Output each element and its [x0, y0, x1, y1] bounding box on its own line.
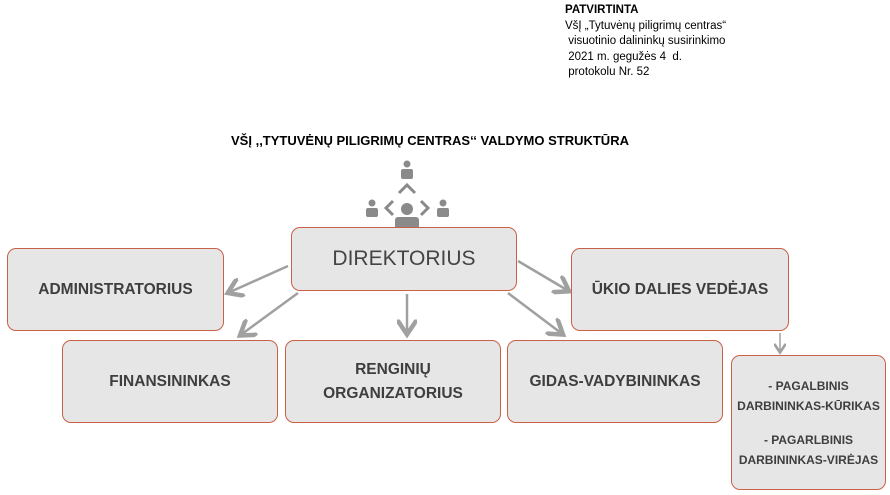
arrow-to-household [517, 259, 567, 290]
guide-label: GIDAS-VADYBININKAS [529, 373, 701, 390]
events-box: RENGINIŲ ORGANIZATORIUS [285, 340, 501, 423]
administrator-box: ADMINISTRATORIUS [7, 248, 224, 331]
helper-label: - PAGALBINIS [768, 378, 849, 393]
finance-box: FINANSININKAS [62, 340, 278, 423]
approval-line: visuotinio dalininkų susirinkimo [565, 35, 726, 47]
approval-note: PATVIRTINTA VšĮ „Tytuvėnų piligrimų cent… [565, 3, 726, 81]
approval-line: protokolu Nr. 52 [565, 66, 650, 78]
arrow-to-guide [507, 292, 561, 333]
director-label: DIREKTORIUS [332, 247, 476, 270]
approval-line: VšĮ „Tytuvėnų piligrimų centras“ [565, 19, 727, 32]
events-label: ORGANIZATORIUS [323, 384, 463, 402]
administrator-label: ADMINISTRATORIUS [38, 280, 193, 298]
chart-title: VŠĮ ,,TYTUVĖNŲ PILIGRIMŲ CENTRAS‘‘ VALDY… [231, 133, 629, 148]
helper-label: DARBININKAS-KŪRIKAS [737, 398, 880, 413]
events-label: RENGINIŲ [355, 360, 431, 378]
helper-label: DARBININKAS-VIRĖJAS [738, 452, 879, 467]
household-label: ŪKIO DALIES VEDĖJAS [591, 280, 769, 298]
arrow-to-administrator [230, 264, 289, 292]
approval-heading: PATVIRTINTA [565, 4, 639, 16]
helpers-box: - PAGALBINIS DARBININKAS-KŪRIKAS - PAGAR… [731, 355, 886, 490]
approval-line: 2021 m. gegužės 4 d. [565, 50, 682, 63]
arrow-to-finance [242, 291, 299, 334]
household-box: ŪKIO DALIES VEDĖJAS [571, 248, 789, 331]
helper-label: - PAGARLBINIS [763, 432, 854, 447]
director-box: DIREKTORIUS [291, 227, 517, 291]
guide-box: GIDAS-VADYBININKAS [507, 340, 723, 423]
finance-label: FINANSININKAS [109, 372, 231, 390]
